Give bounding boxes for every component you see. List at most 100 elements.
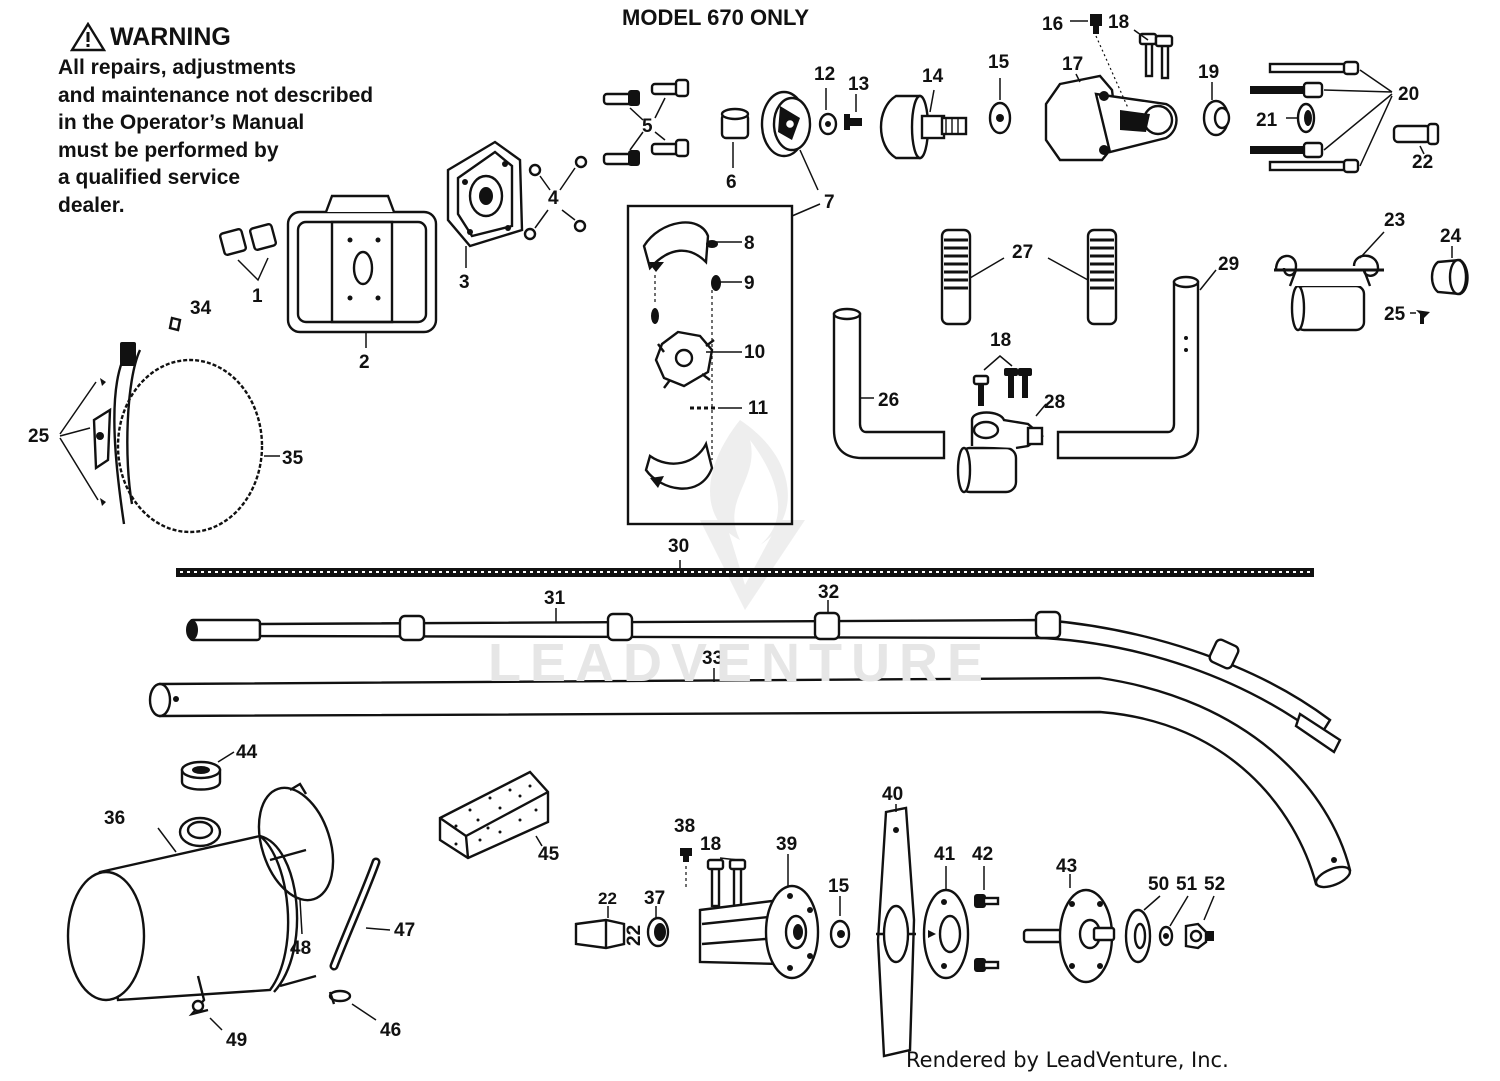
callout-13: 13 — [848, 74, 869, 95]
warning-triangle-icon — [70, 22, 106, 52]
part-22-shaft-end — [574, 906, 626, 950]
part-31-drive-tube — [186, 600, 1342, 754]
clutch-detail-box — [626, 203, 821, 526]
part-25-screw-top — [1410, 310, 1430, 324]
part-48-tank-strap — [257, 782, 335, 935]
part-20-bolts — [1250, 60, 1393, 174]
callout-15: 15 — [988, 52, 1010, 73]
callout-46: 46 — [380, 1020, 401, 1041]
callout-39: 39 — [776, 834, 797, 855]
callout-5: 5 — [642, 116, 653, 137]
callout-38: 38 — [674, 816, 695, 837]
part-41-blade-plate — [922, 866, 970, 980]
part-43-spindle — [1022, 874, 1116, 984]
part-33-outer-tube — [148, 668, 1352, 889]
callout-28: 28 — [1044, 392, 1065, 413]
part-30-drive-shaft — [176, 560, 1314, 577]
callout-29: 29 — [1218, 254, 1239, 275]
part-39-gear-housing — [698, 854, 820, 980]
part-35-throttle-cable — [59, 316, 280, 534]
part-1-clips — [219, 223, 277, 282]
callout-34: 34 — [190, 298, 212, 319]
warning-title: WARNING — [110, 22, 231, 51]
callout-9: 9 — [744, 273, 755, 294]
callout-26: 26 — [878, 390, 899, 411]
warning-notice: WARNING All repairs, adjustments and mai… — [58, 22, 438, 219]
part-46-clamp — [328, 989, 377, 1021]
callout-33: 33 — [702, 648, 723, 669]
callout-24: 24 — [1440, 226, 1462, 247]
watermark-text: LEADVENTURE — [488, 633, 993, 693]
leadventure-flame-logo — [700, 420, 805, 610]
part-28-handle-clamp — [956, 355, 1047, 494]
warning-body: All repairs, adjustments and maintenance… — [58, 54, 438, 219]
callout-48: 48 — [290, 938, 311, 959]
callout-51: 51 — [1176, 874, 1198, 895]
callout-2: 2 — [359, 352, 370, 373]
footer-credit: Rendered by LeadVenture, Inc. — [906, 1048, 1229, 1072]
callout-25-top: 25 — [1384, 304, 1406, 325]
warning-line: dealer. — [58, 193, 125, 217]
part-36-fuel-tank — [66, 816, 317, 1002]
warning-line: must be performed by — [58, 138, 279, 162]
callout-19: 19 — [1198, 62, 1219, 83]
part-17-clutch-housing — [1044, 14, 1178, 162]
callout-labels: 1 2 3 4 5 6 7 7 8 9 10 11 12 13 14 15 16… — [28, 12, 1462, 1051]
part-19-bearing — [1202, 82, 1231, 137]
callout-30: 30 — [668, 536, 689, 557]
callout-45: 45 — [538, 844, 560, 865]
callout-37: 37 — [644, 888, 665, 909]
callout-10: 10 — [744, 342, 765, 363]
part-50-52-washers-nut — [1124, 895, 1215, 964]
callout-22-b: 22 — [624, 925, 645, 946]
part-15-washer-bottom — [829, 896, 851, 949]
part-40-blade — [876, 804, 916, 1058]
callout-17: 17 — [1062, 54, 1083, 75]
callout-18-handle: 18 — [990, 330, 1011, 351]
callout-12: 12 — [814, 64, 835, 85]
callout-3: 3 — [459, 272, 470, 293]
part-5-screws — [602, 78, 690, 166]
part-2-filter-housing — [286, 194, 438, 348]
part-42-bolts — [974, 866, 1000, 972]
callout-21: 21 — [1256, 110, 1278, 131]
callout-41: 41 — [934, 844, 956, 865]
callout-32: 32 — [818, 582, 839, 603]
part-26-handle-left — [832, 307, 946, 460]
callout-35: 35 — [282, 448, 304, 469]
part-4-washers — [523, 155, 588, 241]
callout-42: 42 — [972, 844, 993, 865]
callout-22: 22 — [1412, 152, 1433, 173]
callout-16: 16 — [1042, 14, 1063, 35]
callout-1: 1 — [252, 286, 263, 307]
callout-36: 36 — [104, 808, 125, 829]
part-23-handle-clamp — [1274, 231, 1385, 332]
part-44-fuel-cap — [180, 751, 235, 791]
callout-27: 27 — [1012, 242, 1033, 263]
warning-line: and maintenance not described — [58, 83, 374, 107]
callout-6: 6 — [726, 172, 737, 193]
part-47-fuel-line — [329, 857, 391, 971]
callout-49: 49 — [226, 1030, 247, 1051]
part-15-washer — [988, 78, 1012, 135]
model-title: MODEL 670 ONLY — [622, 5, 810, 30]
part-37-bearing — [646, 906, 670, 948]
part-45-foam-filter — [438, 770, 550, 860]
warning-line: All repairs, adjustments — [58, 56, 297, 79]
warning-heading: WARNING — [70, 22, 438, 52]
part-18-screws-bottom — [706, 857, 747, 908]
callout-23: 23 — [1384, 210, 1405, 231]
part-49-fuel-pickup — [188, 975, 223, 1031]
part-3-plate — [446, 140, 524, 268]
part-12-13-washer-screw — [818, 88, 862, 136]
part-14-drum — [879, 89, 968, 160]
callout-4: 4 — [548, 188, 559, 209]
part-22-coupler — [1392, 122, 1440, 155]
callout-15-bottom: 15 — [828, 876, 850, 897]
callout-43: 43 — [1056, 856, 1077, 877]
warning-line: a qualified service — [58, 166, 241, 189]
callout-8: 8 — [744, 233, 755, 254]
callout-14: 14 — [922, 66, 944, 87]
warning-line: in the Operator’s Manual — [58, 111, 305, 134]
